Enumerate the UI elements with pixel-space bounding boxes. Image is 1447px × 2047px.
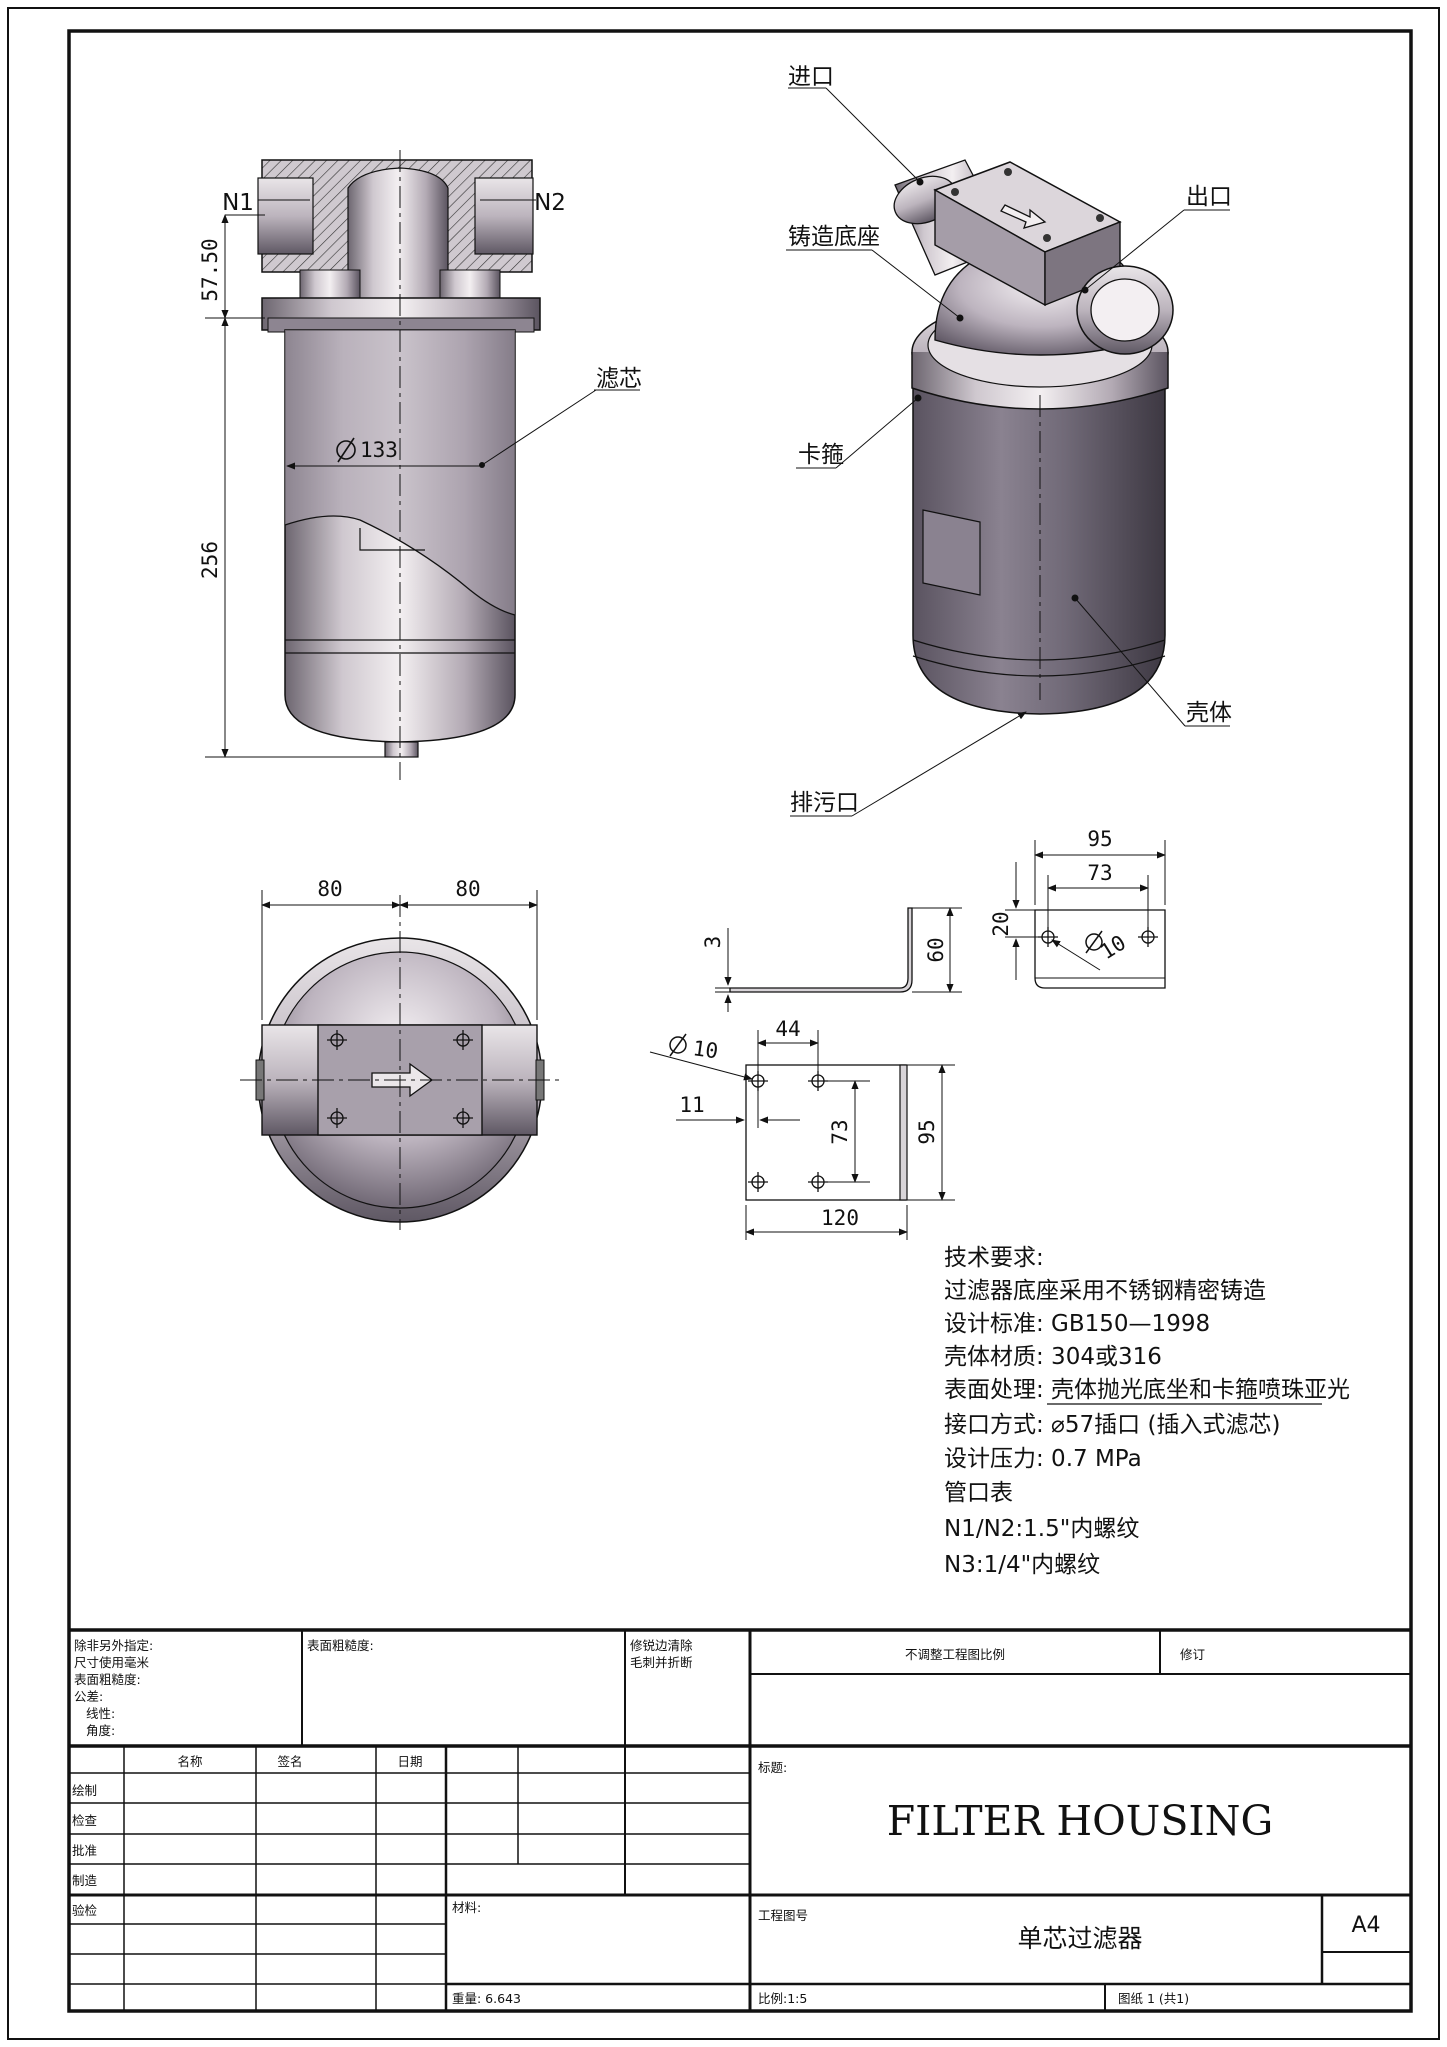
header-date: 日期: [397, 1754, 422, 1769]
section-dimensions: 57.50 256 133 N1 N2 滤芯: [198, 190, 642, 758]
dim-10-plate: 10: [691, 1036, 719, 1063]
row-label: 批准: [72, 1843, 97, 1858]
technical-requirements: 技术要求: 过滤器底座采用不锈钢精密铸造 设计标准: GB150—1998 壳体…: [944, 1245, 1350, 1578]
diameter-symbol-icon: [336, 440, 356, 460]
callout-drain: 排污口: [790, 790, 859, 816]
unless-line: 除非另外指定:: [74, 1638, 153, 1653]
dim-120: 120: [821, 1206, 859, 1230]
bracket-side-view: 3 60: [701, 907, 962, 1012]
requirement-line: 过滤器底座采用不锈钢精密铸造: [944, 1278, 1266, 1304]
surface-roughness-label: 表面粗糙度:: [307, 1638, 374, 1653]
drawing-title: FILTER HOUSING: [887, 1797, 1274, 1845]
weight-label: 重量: 6.643: [452, 1991, 521, 2006]
part-name: 单芯过滤器: [1017, 1924, 1142, 1953]
dim-73-plate: 73: [828, 1119, 852, 1144]
dim-20: 20: [989, 911, 1013, 936]
revision-label: 修订: [1180, 1647, 1205, 1662]
requirement-line: 接口方式: ⌀57插口 (插入式滤芯): [944, 1412, 1280, 1438]
title-label: 标题:: [758, 1760, 787, 1775]
bracket-plate-view: 95 44 73 11 120 10: [649, 1017, 955, 1240]
title-block: [69, 1628, 1411, 2011]
callout-cast-base: 铸造底座: [788, 224, 880, 250]
dim-11: 11: [679, 1093, 704, 1117]
unless-line: 公差:: [74, 1689, 103, 1704]
dim-73-top: 73: [1087, 861, 1112, 885]
header-name: 名称: [177, 1754, 202, 1769]
isometric-view: [893, 159, 1174, 715]
label-n1: N1: [222, 190, 254, 216]
unless-line: 尺寸使用毫米: [74, 1655, 150, 1670]
bracket-flange-view: 95 73 20 10: [989, 827, 1166, 989]
callout-outlet: 出口: [1186, 184, 1232, 210]
dim-57-50: 57.50: [198, 238, 222, 301]
dim-80-left: 80: [317, 877, 342, 901]
sheet-size: A4: [1351, 1913, 1380, 1938]
dim-256: 256: [198, 541, 222, 579]
callout-shell: 壳体: [1186, 700, 1232, 726]
row-label: 验检: [72, 1903, 98, 1918]
dim-95-top: 95: [1087, 827, 1112, 851]
dim-3: 3: [701, 936, 725, 949]
header-signature: 签名: [277, 1754, 302, 1769]
requirement-line: 设计压力: 0.7 MPa: [944, 1446, 1142, 1472]
requirement-line: 壳体材质: 304或316: [944, 1344, 1162, 1370]
isometric-callouts: 进口 出口 铸造底座 卡箍 壳体 排污口: [786, 64, 1232, 817]
callout-inlet: 进口: [788, 64, 834, 90]
inner-border: [67, 29, 1413, 2013]
flow-arrow-icon: [1000, 204, 1047, 229]
scale-label: 比例:1:5: [758, 1991, 807, 2006]
row-label: 制造: [72, 1873, 98, 1888]
dim-95-side: 95: [915, 1119, 939, 1144]
unless-line: 线性:: [86, 1706, 115, 1721]
callout-element: 滤芯: [596, 366, 642, 392]
top-view: 80 80: [240, 877, 560, 1230]
row-label: 检查: [72, 1813, 98, 1828]
dim-80-right: 80: [455, 877, 480, 901]
deburr-line: 毛刺并折断: [630, 1655, 693, 1670]
dim-44: 44: [775, 1017, 800, 1041]
diameter-symbol-icon: [1085, 933, 1103, 951]
requirement-line: N3:1/4"内螺纹: [944, 1552, 1100, 1578]
requirement-line: 设计标准: GB150—1998: [944, 1311, 1210, 1337]
row-label: 绘制: [72, 1783, 97, 1798]
requirement-line: N1/N2:1.5"内螺纹: [944, 1516, 1139, 1542]
deburr-line: 修锐边清除: [630, 1638, 693, 1653]
sheet-count-label: 图纸 1 (共1): [1118, 1991, 1189, 2006]
requirement-line: 管口表: [944, 1480, 1013, 1506]
unless-line: 角度:: [86, 1723, 115, 1738]
diameter-symbol-icon: [669, 1036, 687, 1054]
callout-clamp: 卡箍: [798, 442, 844, 468]
title-block-text: 除非另外指定: 尺寸使用毫米 表面粗糙度: 公差: 线性: 角度: 表面粗糙度:…: [72, 1638, 1381, 2006]
requirements-title: 技术要求:: [944, 1245, 1044, 1271]
no-scale-note: 不调整工程图比例: [905, 1647, 1005, 1662]
requirement-line: 表面处理: 壳体抛光底坐和卡箍喷珠亚光: [944, 1377, 1350, 1403]
section-view: [257, 150, 541, 780]
dim-133: 133: [360, 438, 398, 462]
drawing-number-label: 工程图号: [758, 1908, 808, 1923]
label-n2: N2: [534, 190, 566, 216]
outer-border: [7, 7, 1440, 2040]
material-label: 材料:: [452, 1900, 481, 1915]
unless-line: 表面粗糙度:: [74, 1672, 141, 1687]
dim-60: 60: [924, 937, 948, 962]
